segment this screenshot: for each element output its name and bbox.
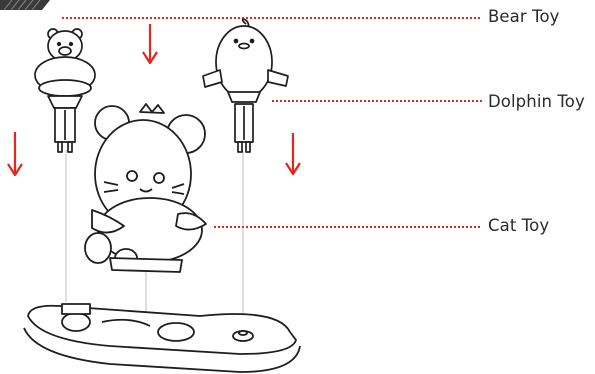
dolphin-toy-label: Dolphin Toy [488, 92, 585, 111]
header-bar [0, 0, 50, 10]
toy-base-icon [24, 304, 300, 372]
cat-toy-icon [85, 104, 206, 272]
down-arrow-icon [8, 132, 22, 175]
down-arrow-icon [286, 133, 300, 174]
down-arrow-icon [143, 24, 157, 63]
bear-toy-icon [35, 29, 95, 152]
cat-toy-label: Cat Toy [488, 216, 549, 235]
dolphin-toy-icon [203, 19, 288, 152]
bear-toy-label: Bear Toy [488, 7, 560, 26]
